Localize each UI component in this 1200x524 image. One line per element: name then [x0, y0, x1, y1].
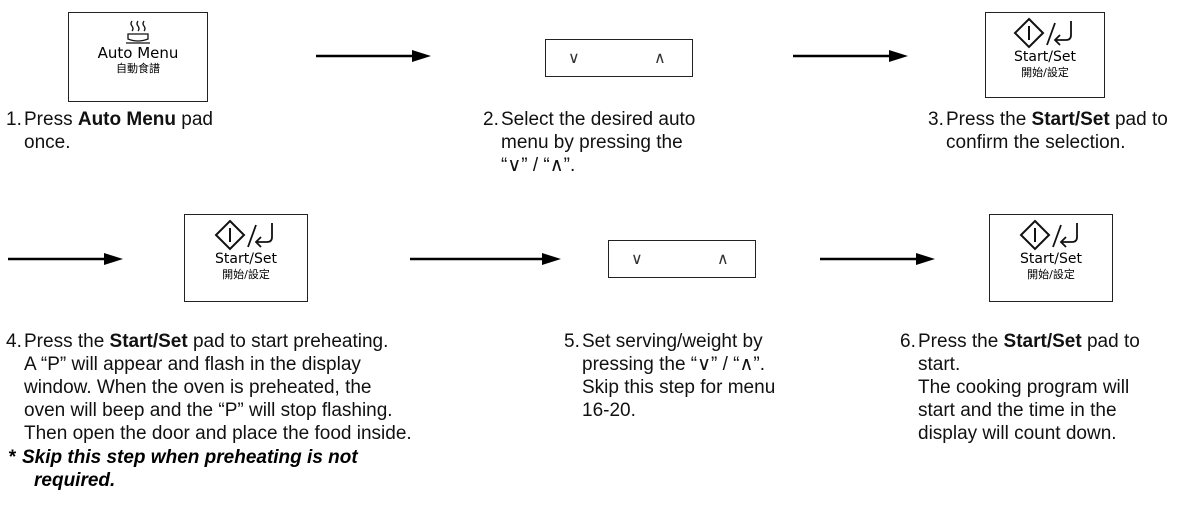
- step-6-line: display will count down.: [918, 423, 1117, 444]
- down-button[interactable]: ∨: [631, 249, 643, 269]
- arrow-right-icon: [793, 50, 908, 62]
- up-button[interactable]: ∧: [717, 249, 729, 269]
- step-number: 2.: [483, 109, 499, 130]
- step-4-line: oven will beep and the “P” will stop fla…: [24, 400, 393, 421]
- start-set-pad[interactable]: Start/Set 開始/設定: [985, 12, 1105, 98]
- step-6-line: Press the Start/Set pad to: [918, 331, 1140, 352]
- step-6-text: 6. Press the Start/Set pad to start. The…: [900, 330, 1200, 445]
- step-2-line: “∨” / “∧”.: [501, 155, 576, 176]
- start-set-sub-label: 開始/設定: [1021, 66, 1069, 79]
- step-4-line: Press the Start/Set pad to start preheat…: [24, 331, 389, 352]
- auto-menu-label: Auto Menu: [97, 44, 179, 62]
- note-asterisk: *: [8, 447, 16, 468]
- step-2-line: menu by pressing the: [501, 132, 683, 153]
- start-set-icon: [214, 219, 273, 251]
- start-set-label: Start/Set: [215, 251, 277, 267]
- step-6-line: The cooking program will: [918, 377, 1130, 398]
- step-1-line: once.: [24, 132, 71, 153]
- start-set-bold: Start/Set: [1003, 331, 1082, 352]
- arrow-right-icon: [8, 253, 123, 265]
- step-2-line: Select the desired auto: [501, 109, 696, 130]
- down-up-pad[interactable]: ∨ ∧: [608, 240, 756, 278]
- auto-menu-pad[interactable]: Auto Menu 自動食譜: [68, 12, 208, 102]
- start-set-pad[interactable]: Start/Set 開始/設定: [184, 214, 308, 302]
- start-set-bold: Start/Set: [109, 331, 188, 352]
- down-button[interactable]: ∨: [568, 48, 580, 68]
- start-set-label: Start/Set: [1014, 49, 1076, 65]
- start-set-icon: [1019, 219, 1078, 251]
- auto-menu-bold: Auto Menu: [77, 109, 177, 130]
- step-6-line: start.: [918, 354, 961, 375]
- step-4-line: Then open the door and place the food in…: [24, 423, 412, 444]
- note-line: required.: [34, 470, 116, 491]
- start-set-bold: Start/Set: [1031, 109, 1110, 130]
- start-set-icon: [1013, 17, 1072, 49]
- step-number: 4.: [6, 331, 22, 352]
- step-4-line: A “P” will appear and flash in the displ…: [24, 354, 361, 375]
- start-set-sub-label: 開始/設定: [1027, 268, 1075, 281]
- step-3-line: confirm the selection.: [946, 132, 1126, 153]
- step-3-text: 3. Press the Start/Set pad to confirm th…: [928, 108, 1200, 154]
- arrow-right-icon: [410, 253, 561, 265]
- step-number: 6.: [900, 331, 916, 352]
- step-2-text: 2. Select the desired auto menu by press…: [483, 108, 763, 177]
- up-button[interactable]: ∧: [654, 48, 666, 68]
- step-number: 3.: [928, 109, 944, 130]
- down-up-pad[interactable]: ∨ ∧: [545, 39, 693, 77]
- step-3-line: Press the Start/Set pad to: [946, 109, 1168, 130]
- step-5-line: Skip this step for menu: [582, 377, 776, 398]
- step-1-line: Press Auto Menu pad: [24, 109, 213, 130]
- arrow-right-icon: [316, 50, 431, 62]
- step-6-line: start and the time in the: [918, 400, 1117, 421]
- auto-menu-sub-label: 自動食譜: [116, 62, 160, 75]
- preheat-note: * Skip this step when preheating is not …: [8, 446, 478, 492]
- start-set-sub-label: 開始/設定: [222, 268, 270, 281]
- start-set-pad[interactable]: Start/Set 開始/設定: [989, 214, 1113, 302]
- step-1-text: 1. Press Auto Menu pad once.: [6, 108, 286, 154]
- step-number: 1.: [6, 109, 22, 130]
- note-line: Skip this step when preheating is not: [22, 447, 358, 468]
- step-4-text: 4. Press the Start/Set pad to start preh…: [6, 330, 506, 445]
- step-number: 5.: [564, 331, 580, 352]
- step-5-line: Set serving/weight by: [582, 331, 763, 352]
- step-5-text: 5. Set serving/weight by pressing the “∨…: [564, 330, 854, 422]
- step-5-line: pressing the “∨” / “∧”.: [582, 354, 766, 375]
- step-4-line: window. When the oven is preheated, the: [24, 377, 372, 398]
- step-5-line: 16-20.: [582, 400, 636, 421]
- steam-bowl-icon: [126, 20, 150, 44]
- start-set-label: Start/Set: [1020, 251, 1082, 267]
- arrow-right-icon: [820, 253, 935, 265]
